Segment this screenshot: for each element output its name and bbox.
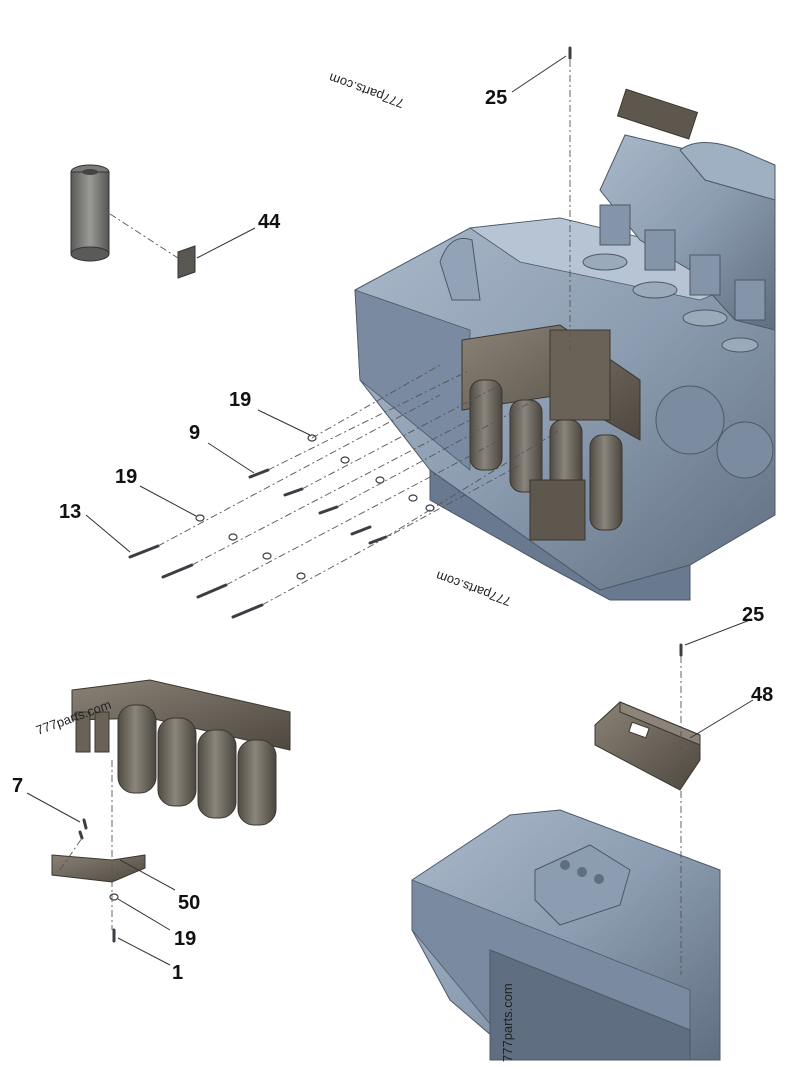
callout-19-upper: 19 xyxy=(229,389,251,411)
filter-element-44 xyxy=(70,164,196,279)
callout-25-right: 25 xyxy=(742,604,764,626)
washer-19a xyxy=(307,434,317,442)
engine-block-lower xyxy=(411,809,721,1061)
bolts-and-washers xyxy=(78,46,683,943)
watermark-4: 777parts.com xyxy=(500,983,515,1062)
bolt-9 xyxy=(248,468,270,479)
assembly-lines xyxy=(59,60,682,975)
bracket-48 xyxy=(594,701,701,791)
callout-19-lower: 19 xyxy=(174,928,196,950)
screw-7 xyxy=(82,818,88,830)
callout-13: 13 xyxy=(59,501,81,523)
callout-labels: 25 44 19 9 19 13 25 48 7 50 19 1 xyxy=(12,87,773,984)
callout-48: 48 xyxy=(751,684,773,706)
washer-19c xyxy=(109,893,119,901)
callout-25-top: 25 xyxy=(485,87,507,109)
washer-19b xyxy=(195,514,205,522)
callout-50: 50 xyxy=(178,892,200,914)
callout-7: 7 xyxy=(12,775,23,797)
filter-assembly-lower-left xyxy=(51,679,291,883)
filter-bracket-installed xyxy=(461,324,641,541)
callout-1: 1 xyxy=(172,962,183,984)
leader-lines xyxy=(26,55,754,966)
callout-9: 9 xyxy=(189,422,200,444)
watermark-2: 777parts.com xyxy=(434,568,513,609)
callout-19-middle: 19 xyxy=(115,466,137,488)
callout-44: 44 xyxy=(258,211,281,233)
bolt-13 xyxy=(128,544,160,559)
watermark-1: 777parts.com xyxy=(327,70,406,111)
